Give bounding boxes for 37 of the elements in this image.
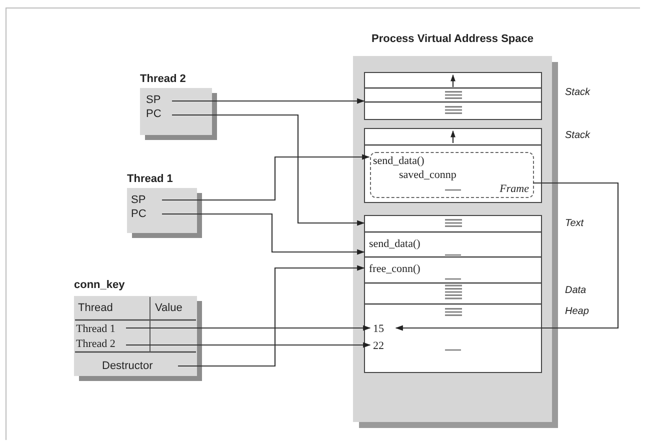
row-header: Destructor [76,359,178,373]
row-header: Thread 2 [76,338,126,352]
thread-title: Thread 2 [140,74,186,85]
value-text: 15 [371,322,397,336]
table-title: conn_key [74,280,125,291]
register-name: PC [131,208,162,221]
panel-title: Process Virtual Address Space [370,34,535,45]
arrow [162,154,370,201]
row-header: Thread 1 [76,323,126,337]
column-header: Thread [78,303,113,314]
memory-segment-box [364,128,542,203]
memory-segment-box [364,215,542,373]
arrow [126,325,371,331]
register-name: SP [146,94,172,107]
thread-title: Thread 1 [127,174,173,185]
memory-segment-box [364,72,542,120]
function-name: free_conn() [365,259,543,284]
segment-label: Heap [565,307,589,317]
variable-name: saved_connp [399,170,456,181]
segment-label: Stack [565,131,590,141]
function-name: send_data() [365,234,543,258]
arrow [172,98,365,104]
column-header: Value [155,303,182,314]
arrow [395,182,619,331]
segment-label: Text [565,219,584,229]
value-text: 22 [371,339,397,353]
function-name: send_data() [373,156,424,167]
segment-label: Stack [565,88,590,98]
register-name: SP [131,194,162,207]
register-name: PC [146,108,172,121]
arrow [126,342,371,348]
arrow [172,114,365,226]
arrow [178,265,365,367]
frame-label: Frame [500,184,529,195]
stack-frame-box [370,152,534,198]
arrow [162,213,365,255]
segment-label: Data [565,286,586,296]
